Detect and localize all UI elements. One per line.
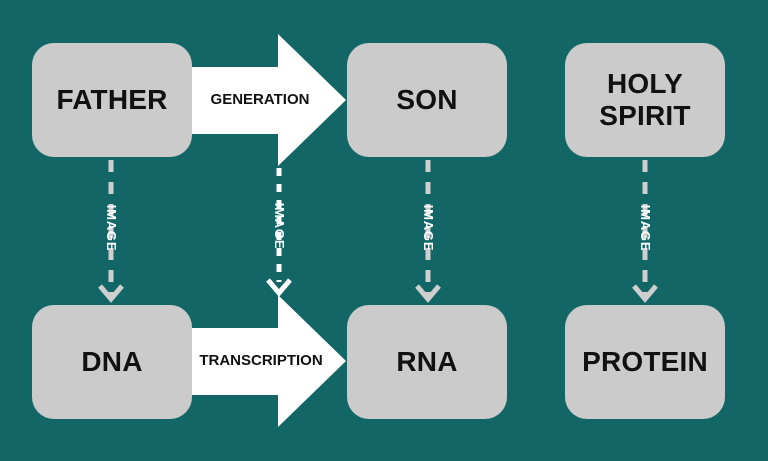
dna-node: DNA: [32, 305, 192, 419]
son-to-rna-link: [415, 160, 441, 303]
father-to-dna-link: [98, 160, 124, 303]
protein-node: PROTEIN: [565, 305, 725, 419]
father-dna-image-label: IMAGE: [104, 204, 119, 252]
rna-node: RNA: [347, 305, 507, 419]
son-rna-image-label: IMAGE: [421, 204, 436, 252]
holy-spirit-label: HOLY SPIRIT: [599, 68, 691, 131]
transcription-label: TRANSCRIPTION: [199, 352, 323, 369]
rna-label: RNA: [396, 346, 458, 377]
son-node: SON: [347, 43, 507, 157]
generation-label: GENERATION: [210, 91, 310, 108]
spirit-to-protein-link: [632, 160, 658, 303]
father-label: FATHER: [56, 84, 168, 115]
dna-label: DNA: [81, 346, 143, 377]
holy-spirit-node: HOLY SPIRIT: [565, 43, 725, 157]
generation-to-rna-link: [266, 168, 292, 297]
father-node: FATHER: [32, 43, 192, 157]
son-label: SON: [396, 84, 458, 115]
transcription-arrow: [192, 295, 346, 427]
spirit-protein-image-label: IMAGE: [638, 204, 653, 252]
generation-rna-image-label: IMAGE: [272, 202, 287, 250]
protein-label: PROTEIN: [582, 346, 708, 377]
generation-arrow: [192, 34, 346, 166]
